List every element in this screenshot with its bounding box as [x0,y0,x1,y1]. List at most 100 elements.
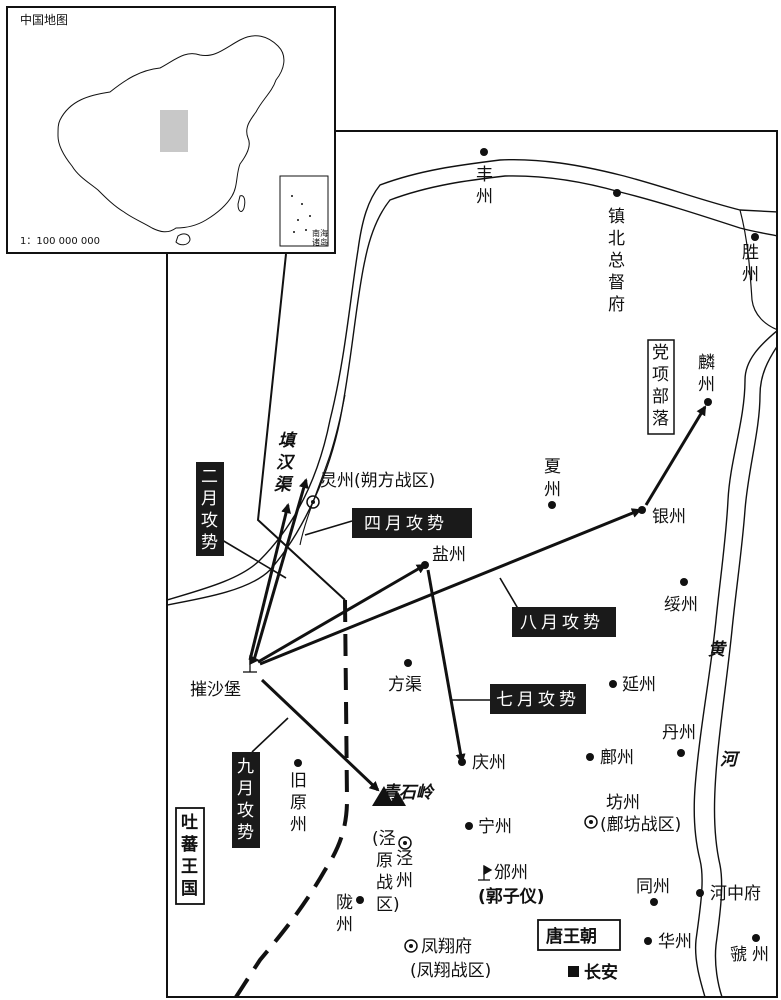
region-tang: 唐王朝 [537,919,621,951]
offensive-label-apr: 四月攻势 [352,508,472,538]
svg-text:七月攻势: 七月攻势 [496,690,580,710]
svg-text:州: 州 [752,945,769,965]
svg-text:总: 总 [608,251,625,271]
svg-text:区): 区) [376,895,400,915]
offensive-label-feb: 二 月 攻 势 [196,462,224,556]
dot-yanzhou [609,680,617,688]
arrow-apr [252,478,309,661]
svg-text:蕃: 蕃 [180,835,199,855]
label-fangzhou: 坊州 [606,793,640,813]
offensive-label-jul: 七月攻势 [490,684,586,714]
dot-suizhou [680,578,688,586]
svg-text:部: 部 [652,387,669,407]
svg-text:攻: 攻 [201,511,218,531]
dot-hezhongfu [696,889,704,897]
svg-text:唐王朝: 唐王朝 [546,926,597,947]
label-danzhou: 丹州 [662,723,696,743]
canal-line [299,394,346,546]
dot-danzhou [677,749,685,757]
label-huanghe: 黄 [708,640,728,660]
svg-text:州: 州 [698,375,715,395]
label-qingzhou: 庆州 [472,753,506,773]
dot-longzhou [356,896,364,904]
arrow-yinzhou-linzhou [644,405,707,506]
arrow-jul [426,569,466,764]
inset-leader-line [256,253,346,601]
capital-square [568,966,579,977]
label-guoziyi: (郭子仪) [478,886,545,907]
label-fangqu: 方渠 [388,675,422,695]
arrow-saltzhou [257,563,427,664]
label-hezhongfu: 河中府 [710,884,761,904]
label-cuishabao: 摧沙堡 [190,680,241,700]
svg-text:河: 河 [720,750,741,770]
dot-shengzhou [751,233,759,241]
svg-text:落: 落 [652,409,669,429]
zone-marker-jingzhou [398,836,412,850]
label-lingzhou: 灵州(朔方战区) [320,471,435,491]
label-changan: 长安 [584,962,618,983]
label-fengzhou-2: 州 [476,187,493,207]
svg-text:汉: 汉 [276,453,296,473]
leader-sep [251,717,289,753]
svg-text:州: 州 [290,815,307,835]
svg-text:势: 势 [201,533,218,553]
svg-text:渠: 渠 [274,475,294,495]
label-yuanzhou: 旧 [290,771,307,791]
arrow-sep [260,678,380,792]
dot-fuzhou [586,753,594,761]
label-longzhou: 陇 [336,893,353,913]
label-yanzhou: 延州 [622,675,656,695]
svg-text:党: 党 [652,343,669,363]
label-fengxiang-zone: (凤翔战区) [410,961,491,981]
label-tianhanqu: 填 [278,431,298,451]
tibet-tang-border [234,599,350,997]
svg-text:督: 督 [608,273,625,293]
label-xiazhou: 夏 [544,457,561,477]
region-tubo: 吐 蕃 王 国 [175,807,205,905]
label-suizhou: 绥州 [664,595,698,615]
arrow-feb [248,503,291,661]
dot-guozhou [752,934,760,942]
svg-text:九: 九 [237,757,254,777]
svg-text:王: 王 [181,857,198,877]
zone-marker-fengxiang [404,939,418,953]
svg-text:战: 战 [376,873,393,893]
dot-fengzhou [480,148,488,156]
inset-map-frame [6,6,336,254]
label-guozhou: 虢 [730,945,747,965]
label-ningzhou: 宁州 [478,817,512,837]
zone-marker-fangzhou [584,815,598,829]
label-zhenbei: 镇 [608,207,625,227]
yellow-river-east-outer [693,329,777,997]
svg-text:州: 州 [336,915,353,935]
main-map-frame [166,130,778,998]
svg-text:国: 国 [181,879,198,899]
dot-linzhou [704,398,712,406]
label-binzhou: 邠州 [494,863,528,883]
svg-text:原: 原 [376,851,393,871]
svg-text:项: 项 [652,365,669,385]
leader-feb [221,539,287,579]
mountain-qingshiling [372,786,406,806]
arrow-aug [259,508,642,666]
dot-qingzhou [458,758,466,766]
yellow-river-inner [167,175,777,606]
zone-marker-lingzhou [306,495,320,509]
label-jingzhou-2: 州 [396,871,413,891]
dot-fangqu [404,659,412,667]
region-dangxiang: 党 项 部 落 [647,339,675,435]
svg-text:四月攻势: 四月攻势 [364,514,448,534]
dot-ningzhou [465,822,473,830]
label-fengzhou: 丰 [476,165,493,185]
svg-text:月: 月 [237,779,254,799]
svg-text:州: 州 [742,265,759,285]
offensive-arrows [248,405,707,792]
label-yinzhou: 银州 [652,507,686,527]
svg-text:八月攻势: 八月攻势 [520,613,604,633]
dot-yinzhou [638,506,646,514]
dot-yanzhou-salt [421,561,429,569]
label-xiazhou-2: 州 [544,480,561,500]
